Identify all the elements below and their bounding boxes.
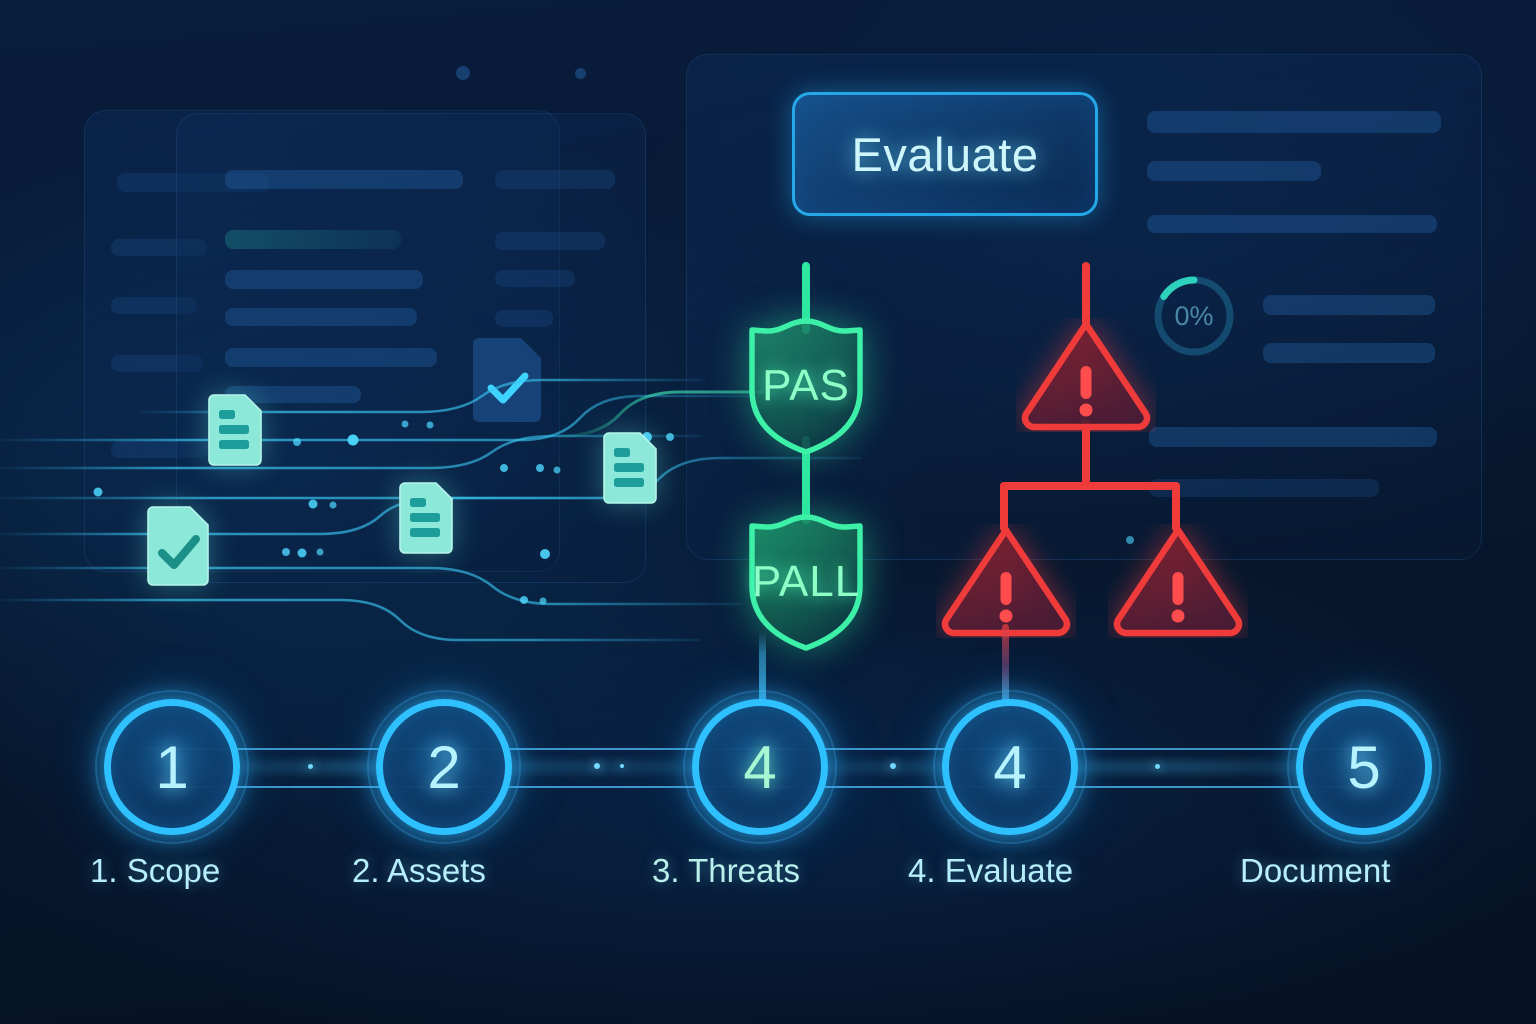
progress-ring-value: 0% <box>1174 300 1214 331</box>
leader-line-evaluate <box>1002 624 1009 716</box>
step-number: 1 <box>155 733 189 801</box>
step-halo <box>933 690 1087 844</box>
step-halo <box>95 690 249 844</box>
progress-ring-icon <box>1154 276 1234 356</box>
stepper-label-2: 2. Assets <box>352 852 486 889</box>
progress-ring: 0% <box>1150 272 1238 360</box>
rail-dot <box>594 763 600 769</box>
document-check-icon <box>147 506 209 586</box>
shield-pass-1[interactable]: PAS <box>742 316 870 456</box>
step-number: 2 <box>427 733 461 801</box>
step-disc <box>104 699 240 835</box>
document-lines-icon <box>208 394 262 466</box>
process-stepper: 1 1. Scope 2 2. Assets 4 3. Threats 4 4.… <box>0 690 1536 950</box>
stepper-step-4[interactable]: 4 <box>933 690 1087 844</box>
evaluate-node-label: Evaluate <box>851 127 1039 181</box>
step-disc <box>376 699 512 835</box>
note-check-icon <box>473 338 541 422</box>
step-number: 5 <box>1347 733 1381 801</box>
stepper-label-1: 1. Scope <box>90 852 221 889</box>
warning-triangle-3[interactable] <box>1108 524 1248 638</box>
step-halo <box>683 690 837 844</box>
step-number: 4 <box>993 733 1027 801</box>
warning-triangle-2[interactable] <box>936 524 1076 638</box>
step-number: 4 <box>743 733 777 801</box>
stepper-label-3: 3. Threats <box>652 852 800 889</box>
stepper-label-4: 4. Evaluate <box>908 852 1074 889</box>
stepper-step-2[interactable]: 2 <box>367 690 521 844</box>
rail-dot <box>308 764 313 769</box>
shield-pass-2[interactable]: PALL <box>742 512 870 652</box>
step-halo <box>1287 690 1441 844</box>
step-halo <box>367 690 521 844</box>
document-lines-icon <box>603 432 657 504</box>
step-disc <box>1296 699 1432 835</box>
leader-line-threats <box>759 632 766 716</box>
rail-dot <box>1155 764 1160 769</box>
warning-triangle-1[interactable] <box>1016 318 1156 432</box>
stepper-step-5[interactable]: 5 <box>1287 690 1441 844</box>
step-disc <box>692 699 828 835</box>
decorative-dot <box>575 68 586 79</box>
evaluate-node[interactable]: Evaluate <box>792 92 1098 216</box>
stepper-step-1[interactable]: 1 <box>95 690 249 844</box>
step-disc <box>942 699 1078 835</box>
stepper-label-5: Document <box>1240 852 1391 889</box>
rail-dot <box>620 764 624 768</box>
document-lines-icon <box>399 482 453 554</box>
decorative-dot <box>456 66 470 80</box>
stepper-step-3[interactable]: 4 <box>683 690 837 844</box>
rail-dot <box>890 763 896 769</box>
